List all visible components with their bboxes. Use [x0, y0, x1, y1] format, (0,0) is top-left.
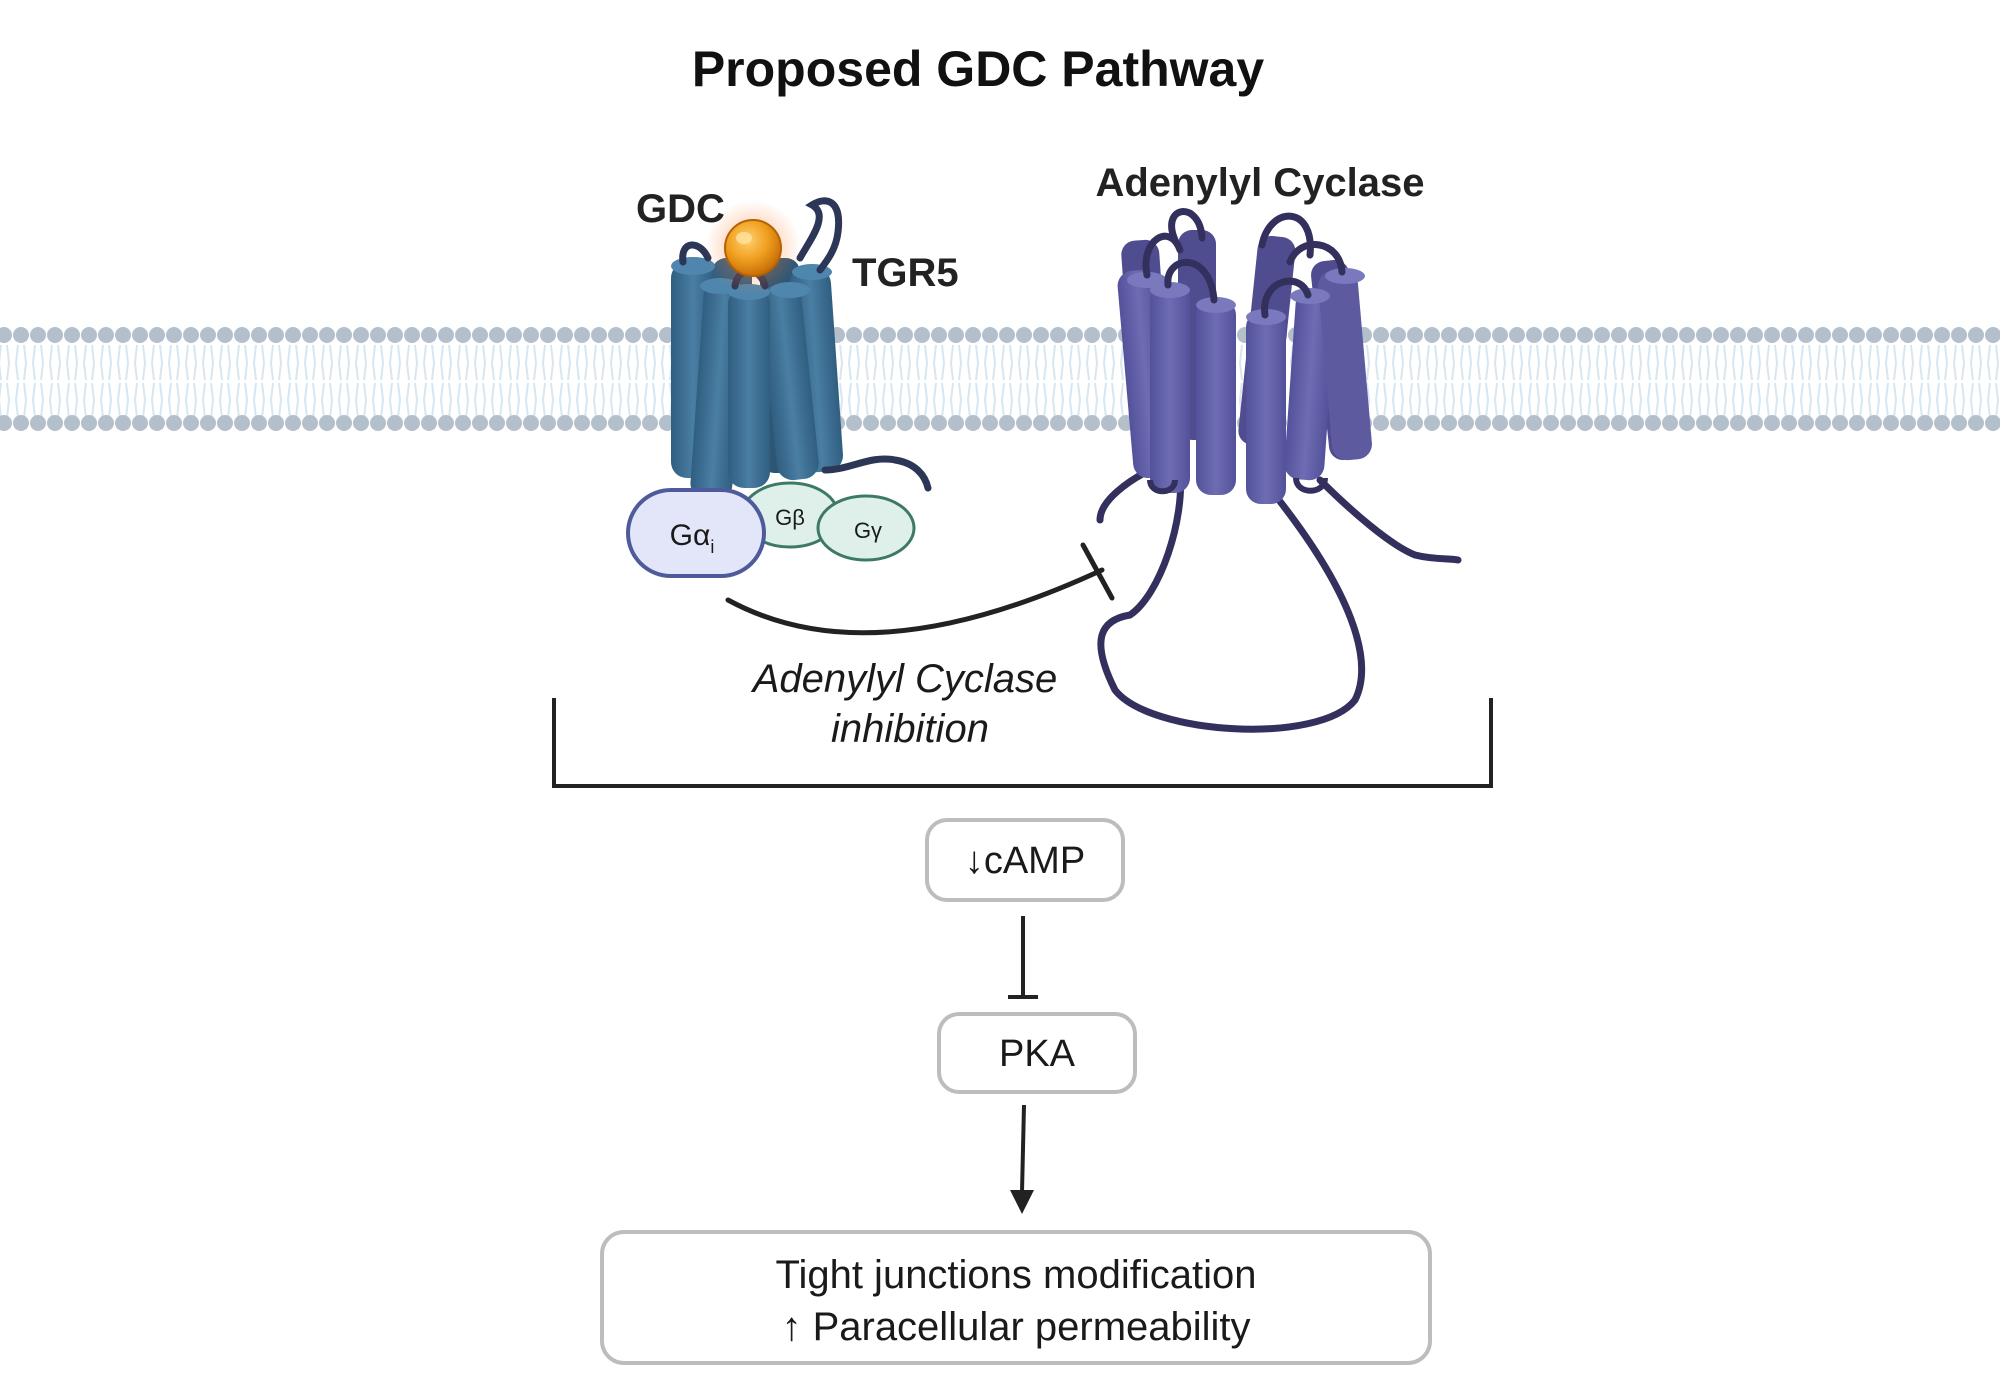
- grouping-bracket: [552, 698, 1493, 788]
- inhibition-arrow: [725, 542, 1115, 636]
- camp-label: ↓cAMP: [965, 840, 1085, 882]
- camp-pka-inhibition-line: [1008, 916, 1038, 999]
- g-alpha-label: Gαi: [670, 519, 715, 557]
- inhibition-label-line2: inhibition: [831, 707, 989, 751]
- outcome-box: Tight junctions modification ↑ Paracellu…: [600, 1230, 1432, 1365]
- inhibition-label-line1: Adenylyl Cyclase: [751, 657, 1058, 701]
- diagram-title: Proposed GDC Pathway: [692, 41, 1265, 97]
- g-gamma-label: Gγ: [854, 518, 882, 543]
- g-protein-complex: Gαi Gβ Gγ: [626, 481, 916, 578]
- outcome-line2: ↑ Paracellular permeability: [781, 1305, 1250, 1349]
- cell-membrane: [0, 327, 2000, 431]
- camp-box: ↓cAMP: [925, 818, 1125, 902]
- g-alpha-shape: [626, 488, 766, 578]
- gdc-label: GDC: [636, 187, 725, 231]
- adenylyl-cyclase-protein: [1096, 208, 1462, 733]
- pka-box: PKA: [937, 1012, 1137, 1094]
- adenylyl-cyclase-label: Adenylyl Cyclase: [1095, 161, 1424, 205]
- gdc-ligand-icon: [705, 200, 801, 296]
- tgr5-receptor: [671, 197, 932, 501]
- tgr5-label: TGR5: [852, 251, 959, 295]
- pka-label: PKA: [999, 1033, 1076, 1075]
- g-beta-label: Gβ: [775, 505, 805, 530]
- outcome-line1: Tight junctions modification: [776, 1253, 1257, 1297]
- pka-outcome-arrow: [1010, 1104, 1034, 1214]
- g-gamma-shape: [816, 494, 916, 562]
